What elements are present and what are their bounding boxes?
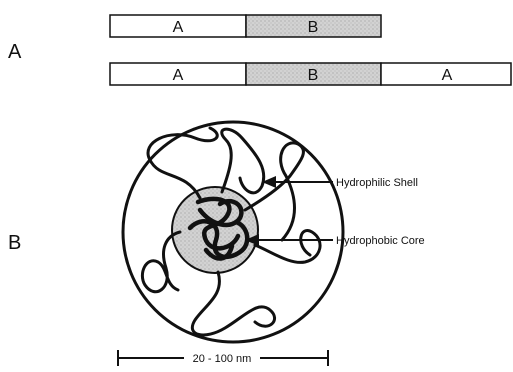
diblock-block-b-label: B xyxy=(308,19,319,36)
hydrophobic-core-label: Hydrophobic Core xyxy=(336,235,425,247)
triblock-block-a-right-label: A xyxy=(442,67,453,84)
diblock-copolymer: A B xyxy=(110,15,381,37)
triblock-copolymer: A B A xyxy=(110,63,511,85)
triblock-block-a-left-label: A xyxy=(173,67,184,84)
micelle xyxy=(123,122,343,342)
triblock-block-b-label: B xyxy=(308,67,319,84)
scale-bar: 20 - 100 nm xyxy=(118,350,328,366)
hydrophilic-shell-label: Hydrophilic Shell xyxy=(336,177,418,189)
scale-bar-label: 20 - 100 nm xyxy=(193,353,252,365)
diblock-block-a-label: A xyxy=(173,19,184,36)
